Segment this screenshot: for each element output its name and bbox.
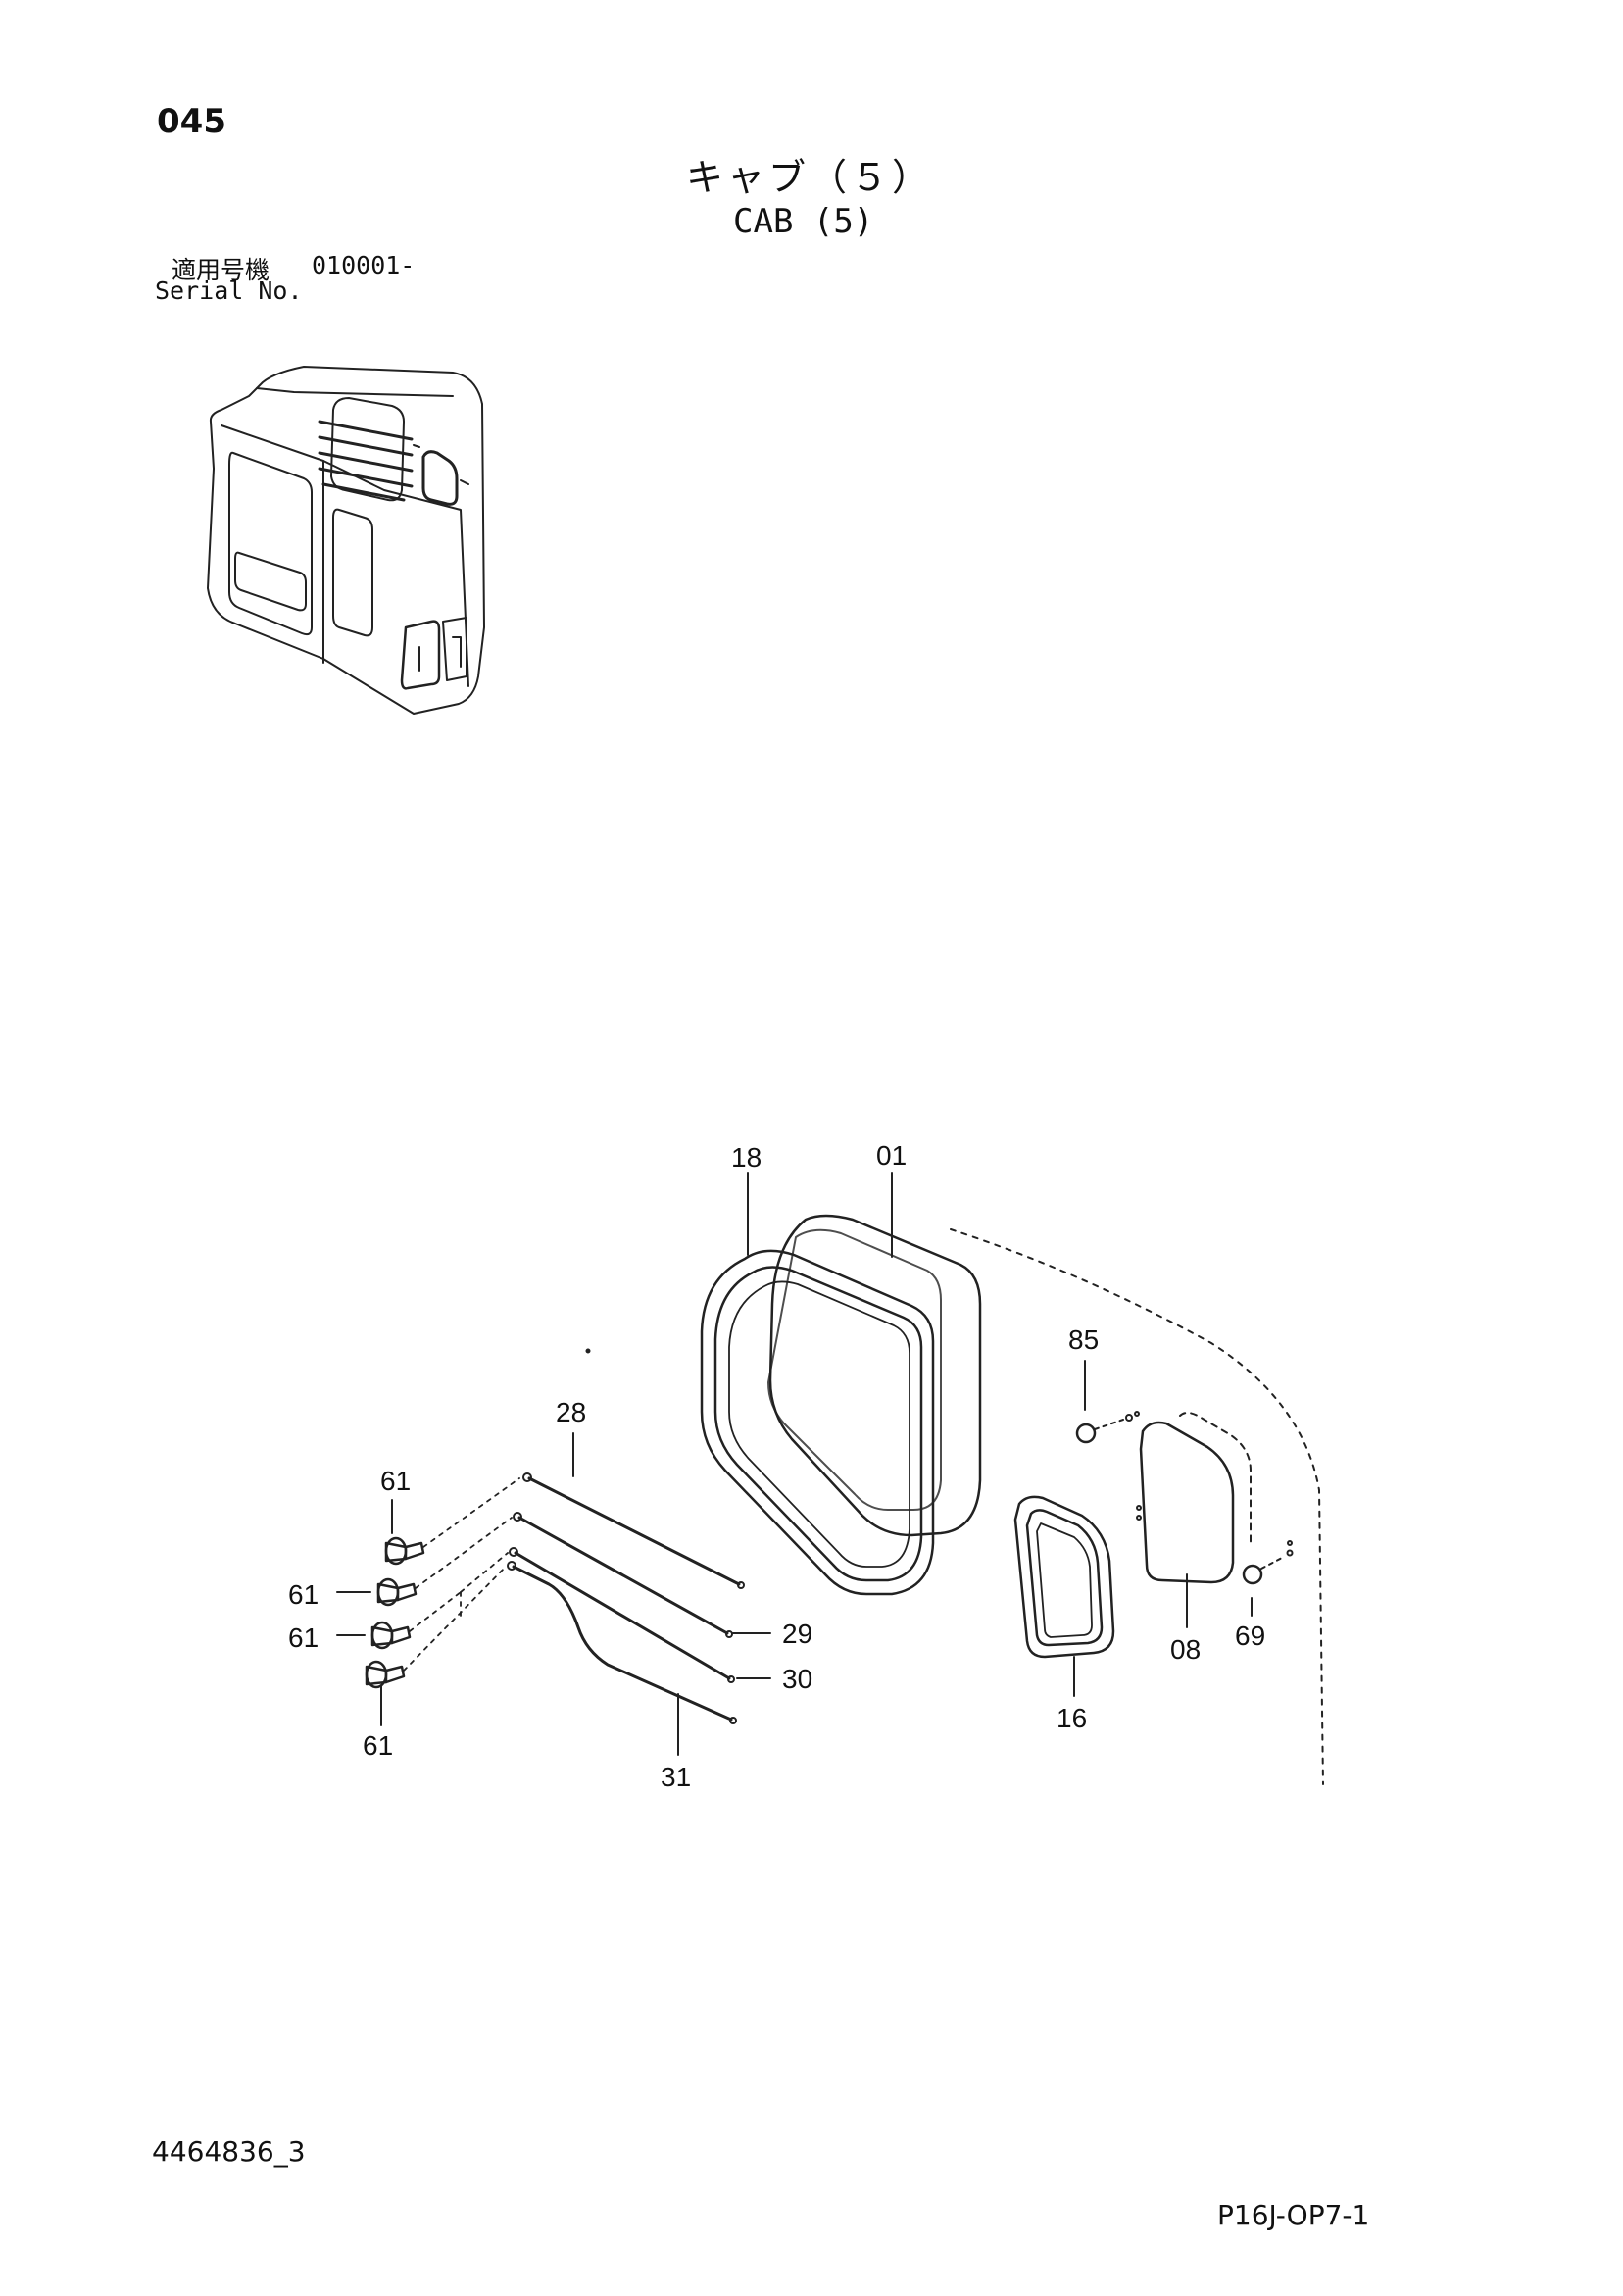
serial-label-japanese: 適用号機 [172,256,270,284]
callout-61-second: 61 [288,1579,319,1610]
callout-61-third: 61 [288,1622,319,1653]
part-85-clip [1075,1411,1140,1444]
cab-overview-illustration [207,366,485,715]
callout-18: 18 [731,1142,762,1173]
part-18-weatherstrip [700,1249,935,1596]
part-08-glass [1139,1421,1235,1584]
serial-label-english: Serial No. [155,276,303,305]
page-title-english: CAB (5) [733,202,874,241]
callout-28: 28 [556,1397,586,1427]
cab-body-outline [950,1228,1324,1785]
callout-61-top: 61 [380,1466,411,1496]
callout-31: 31 [661,1762,691,1792]
callout-29: 29 [782,1619,812,1649]
page-code: P16J-OP7-1 [1217,2199,1370,2231]
callout-69: 69 [1235,1621,1265,1651]
leader-lines [336,1172,1253,1756]
callout-30: 30 [782,1664,812,1694]
callout-01: 01 [876,1140,907,1171]
callout-85: 85 [1068,1324,1099,1355]
callout-16: 16 [1057,1703,1087,1733]
part-01-glass [768,1214,982,1537]
bolts-61 [365,1477,520,1689]
part-69-clip [1242,1540,1294,1585]
part-16-gasket [1013,1495,1115,1659]
page-number: 045 [157,102,226,141]
serial-value: 010001- [312,251,416,279]
callout-61-bottom: 61 [363,1730,393,1761]
document-number: 4464836_3 [152,2135,306,2168]
page-title-japanese: キャブ（５） [686,156,934,199]
rods [507,1472,745,1724]
callout-08: 08 [1170,1634,1201,1665]
